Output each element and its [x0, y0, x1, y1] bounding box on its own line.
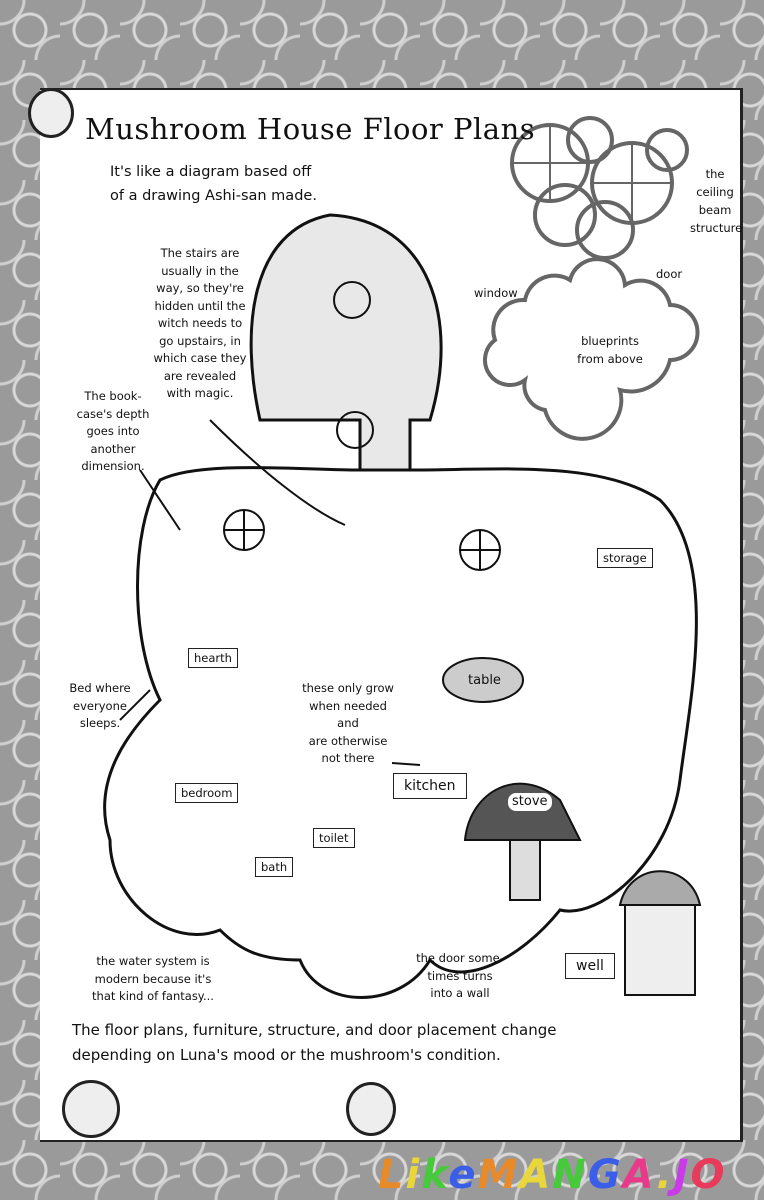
- watermark-letter: .: [656, 1152, 674, 1198]
- table-mushroom: [442, 657, 524, 703]
- footer-line: The floor plans, furniture, structure, a…: [72, 1021, 557, 1039]
- watermark-letter: k: [421, 1152, 449, 1198]
- watermark-letter: G: [587, 1152, 623, 1198]
- label-hearth: hearth: [188, 648, 238, 668]
- watermark-letter: J: [673, 1152, 691, 1198]
- watermark-letter: e: [448, 1152, 478, 1198]
- subtitle-line: of a drawing Ashi-san made.: [110, 188, 317, 204]
- footer-line: depending on Luna's mood or the mushroom…: [72, 1046, 501, 1064]
- subtitle-line: It's like a diagram based off: [110, 164, 312, 180]
- watermark-letter: M: [477, 1152, 520, 1198]
- scroll-roll-bottom-left: [62, 1080, 120, 1138]
- watermark-letter: N: [552, 1152, 588, 1198]
- watermark-letter: A: [622, 1152, 657, 1198]
- label-kitchen: kitchen: [393, 773, 467, 799]
- watermark-letter: O: [690, 1152, 727, 1198]
- subtitle: It's like a diagram based off of a drawi…: [110, 160, 317, 208]
- house-outline: [103, 213, 698, 999]
- ceiling-beam-diagram: [510, 116, 689, 260]
- watermark-letter: i: [405, 1152, 422, 1198]
- footer-caption: The floor plans, furniture, structure, a…: [72, 1018, 556, 1068]
- watermark: LikeMANGA.JO: [378, 1152, 726, 1198]
- label-stove: stove: [508, 793, 552, 811]
- blueprint-diagram: [483, 257, 700, 441]
- label-toilet: toilet: [313, 828, 355, 848]
- annotation-arrows: [119, 419, 421, 766]
- window-note: window: [474, 286, 518, 300]
- label-bedroom: bedroom: [175, 783, 239, 803]
- label-bath: bath: [255, 857, 294, 877]
- well: [618, 870, 702, 996]
- watermark-letter: A: [519, 1152, 553, 1198]
- label-storage: storage: [597, 548, 653, 568]
- page-title: Mushroom House Floor Plans: [85, 112, 536, 146]
- windows: [223, 281, 501, 571]
- door-note: door: [656, 267, 683, 281]
- label-table: table: [468, 673, 501, 688]
- watermark-letter: L: [378, 1152, 406, 1198]
- scroll-roll-top: [28, 88, 74, 138]
- scroll-roll-bottom-mid: [346, 1082, 396, 1136]
- label-well: well: [565, 953, 615, 979]
